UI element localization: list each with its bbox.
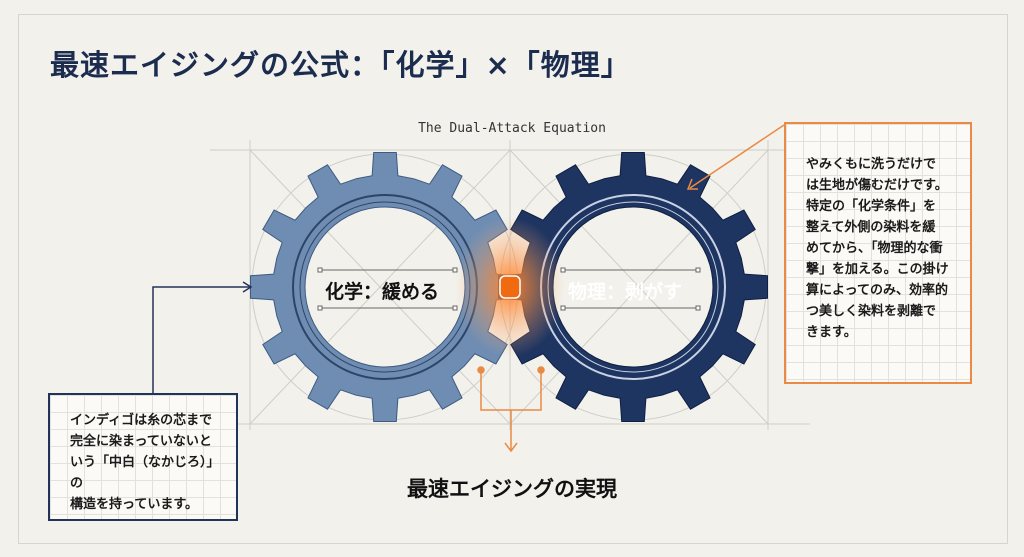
- chemistry-gear-label: 化学：緩める: [325, 281, 440, 303]
- page-title: 最速エイジングの公式：「化学」×「物理」: [50, 48, 631, 82]
- physics-gear-label: 物理：剥がす: [568, 281, 683, 303]
- explanation-note: やみくもに洗うだけで は生地が傷むだけです。 特定の「化学条件」を 整えて外側の…: [784, 122, 972, 384]
- indigo-note: インディゴは糸の芯まで 完全に染まっていないと いう「中白（なかじろ）」の 構造…: [48, 393, 238, 521]
- contact-point: [499, 275, 521, 299]
- label-handles: [317, 267, 701, 311]
- chemistry-gear: [250, 152, 520, 422]
- result-arrow: [477, 366, 545, 453]
- result-label: 最速エイジングの実現: [407, 477, 617, 501]
- diagram-subtitle: The Dual-Attack Equation: [418, 121, 606, 136]
- left-callout-arrow: [152, 281, 253, 393]
- page-frame: [18, 14, 1008, 544]
- right-callout-arrow: [686, 124, 785, 190]
